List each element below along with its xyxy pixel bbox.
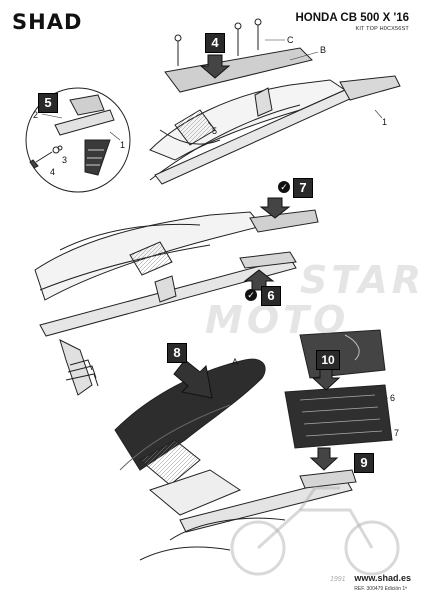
step-5-badge: 5 — [38, 93, 58, 113]
step-4-badge: 4 — [205, 33, 225, 53]
label-a: A — [232, 357, 239, 367]
leader-lines — [41, 39, 393, 435]
footer-year: 1991 — [330, 576, 346, 583]
step-7-badge: 7 — [293, 178, 313, 198]
panel-rack-middle — [34, 197, 319, 396]
footer-website: www.shad.es — [354, 573, 411, 583]
label-4: 4 — [50, 167, 56, 177]
check-icon: ✓ — [278, 181, 290, 193]
brand-logo: SHAD — [12, 10, 83, 34]
label-2: 2 — [33, 110, 39, 120]
check-icon: ✓ — [245, 289, 257, 301]
label-1-rail: 1 — [382, 117, 388, 127]
label-7: 7 — [394, 428, 400, 438]
watermark-star: STAR — [300, 258, 423, 302]
panel-plate-bottom — [114, 329, 393, 561]
step-8-badge: 8 — [167, 343, 187, 363]
label-3: 3 — [62, 155, 68, 165]
panel-rack-top — [149, 18, 401, 185]
label-b: B — [320, 45, 327, 55]
label-6: 6 — [390, 393, 396, 403]
step-9-badge: 9 — [354, 453, 374, 473]
watermark-bike — [230, 486, 400, 576]
step-10-badge: 10 — [316, 350, 340, 370]
detail-circle — [25, 87, 131, 193]
label-c: C — [287, 35, 294, 45]
label-5: 5 — [212, 126, 218, 136]
kit-code: KIT TOP H0CX56ST — [355, 26, 409, 32]
label-1-detail: 1 — [120, 140, 126, 150]
step-6-badge: 6 — [261, 286, 281, 306]
model-title: HONDA CB 500 X '16 — [295, 12, 409, 24]
footer-reference: REF. 300479 Edición 1ª — [354, 586, 407, 592]
